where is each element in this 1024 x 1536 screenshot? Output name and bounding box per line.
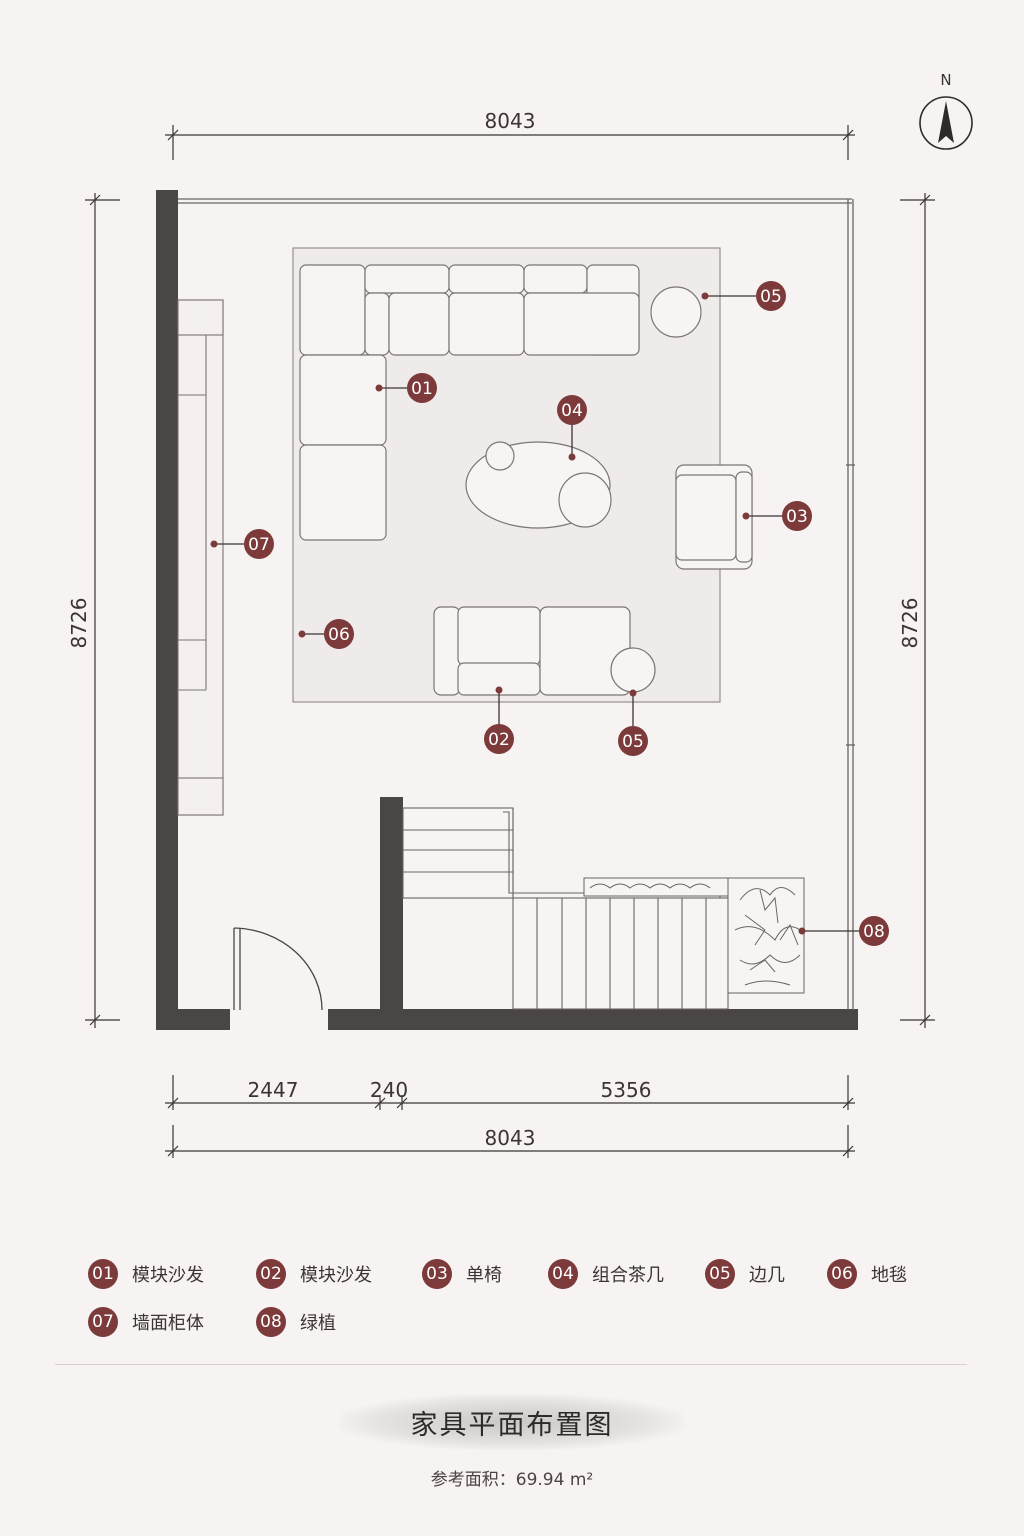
- marker-05-top-label: 05: [760, 287, 782, 307]
- divider: [55, 1364, 967, 1365]
- north-compass: N: [919, 71, 973, 150]
- legend-item-06: 06 地毯: [827, 1259, 907, 1289]
- legend-number: 03: [422, 1259, 452, 1289]
- legend-number: 02: [256, 1259, 286, 1289]
- side-table-top: [650, 286, 702, 338]
- modular-sofa-01: [299, 264, 640, 541]
- marker-03-label: 03: [786, 507, 808, 527]
- legend-number: 07: [88, 1307, 118, 1337]
- dim-left-height: 8726: [67, 598, 91, 649]
- floor-plan: N 8043 8726 8726: [67, 71, 973, 1158]
- marker-04: 04: [557, 395, 587, 425]
- legend-label: 模块沙发: [132, 1265, 204, 1286]
- legend-label: 边几: [749, 1265, 785, 1286]
- legend-item-07: 07 墙面柜体: [88, 1307, 204, 1337]
- legend-number: 05: [705, 1259, 735, 1289]
- marker-05-bottom-label: 05: [622, 732, 644, 752]
- marker-01: 01: [407, 373, 437, 403]
- armchair: [675, 464, 753, 570]
- side-table-bottom: [610, 647, 656, 693]
- legend-item-02: 02 模块沙发: [256, 1259, 372, 1289]
- left-dimension: [85, 193, 120, 1028]
- marker-07: 07: [244, 529, 274, 559]
- right-dimension: [900, 193, 935, 1028]
- staircase: [402, 807, 729, 1010]
- legend-label: 墙面柜体: [132, 1313, 204, 1334]
- legend-item-03: 03 单椅: [422, 1259, 502, 1289]
- leader-lines: [214, 295, 860, 932]
- marker-03: 03: [782, 501, 812, 531]
- dim-bottom-seg-2: 240: [370, 1078, 408, 1102]
- modular-sofa-02: [433, 606, 631, 696]
- marker-08: 08: [859, 916, 889, 946]
- legend-number: 04: [548, 1259, 578, 1289]
- bottom-dimensions: [165, 1075, 855, 1158]
- legend-item-08: 08 绿植: [256, 1307, 336, 1337]
- legend-label: 单椅: [466, 1265, 502, 1286]
- marker-07-label: 07: [248, 535, 270, 555]
- legend-number: 08: [256, 1307, 286, 1337]
- legend-item-04: 04 组合茶几: [548, 1259, 664, 1289]
- marker-05-top: 05: [756, 281, 786, 311]
- marker-08-label: 08: [863, 922, 885, 942]
- dim-bottom-seg-1: 2447: [248, 1078, 299, 1102]
- plants: [583, 877, 805, 994]
- dim-bottom-seg-3: 5356: [601, 1078, 652, 1102]
- marker-02: 02: [484, 724, 514, 754]
- marker-06-label: 06: [328, 625, 350, 645]
- legend-item-05: 05 边几: [705, 1259, 785, 1289]
- entry-door: [233, 927, 323, 1011]
- dim-right-height: 8726: [898, 598, 922, 649]
- compass-label: N: [940, 71, 951, 89]
- walls: [156, 190, 858, 1030]
- coffee-table: [465, 441, 612, 529]
- wall-cabinet: [177, 299, 224, 816]
- top-dimension: [165, 125, 855, 160]
- legend-label: 组合茶几: [592, 1265, 664, 1286]
- dim-bottom-width: 8043: [485, 1126, 536, 1150]
- marker-06: 06: [324, 619, 354, 649]
- marker-02-label: 02: [488, 730, 510, 750]
- legend-label: 绿植: [300, 1313, 336, 1334]
- legend-number: 06: [827, 1259, 857, 1289]
- marker-01-label: 01: [411, 379, 433, 399]
- legend-label: 模块沙发: [300, 1265, 372, 1286]
- legend-number: 01: [88, 1259, 118, 1289]
- legend-item-01: 01 模块沙发: [88, 1259, 204, 1289]
- marker-05-bottom: 05: [618, 726, 648, 756]
- dim-top-width: 8043: [485, 109, 536, 133]
- marker-04-label: 04: [561, 401, 583, 421]
- reference-area: 参考面积：69.94 m²: [430, 1470, 594, 1490]
- legend-label: 地毯: [871, 1265, 907, 1286]
- leader-dots: [210, 292, 806, 935]
- page-title: 家具平面布置图: [410, 1409, 614, 1441]
- title-banner: 家具平面布置图: [340, 1394, 684, 1450]
